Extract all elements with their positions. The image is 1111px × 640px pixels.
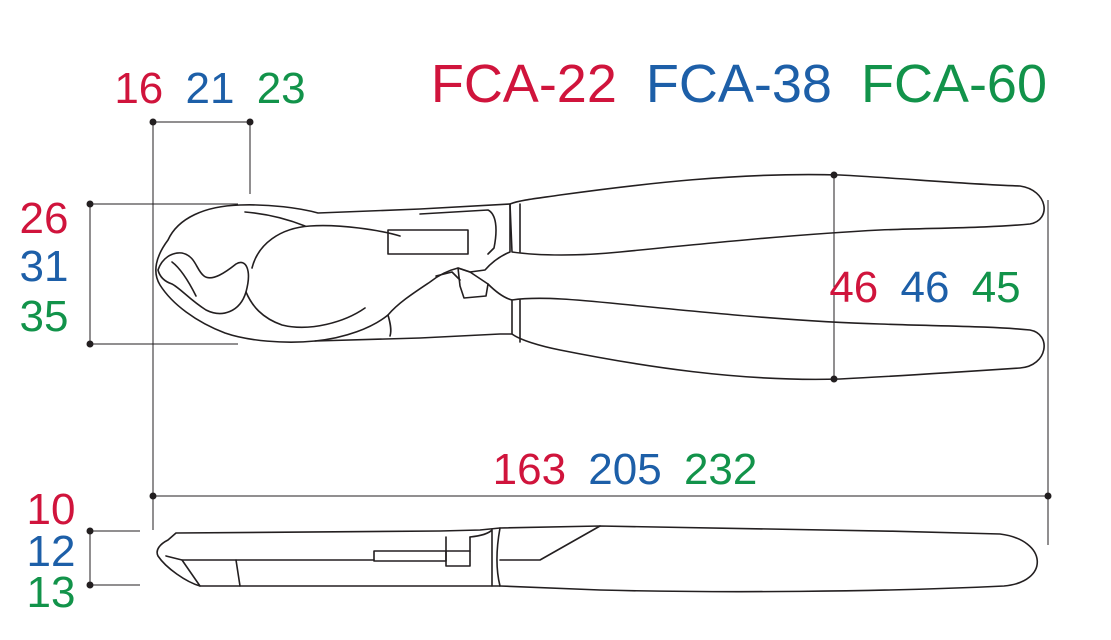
head-height-c: 35 bbox=[20, 292, 69, 341]
thickness-b: 12 bbox=[27, 527, 76, 576]
head-height-label: 26 31 35 bbox=[20, 194, 69, 341]
thickness-dimension-line bbox=[86, 527, 140, 589]
head-height-dimension-line bbox=[86, 200, 238, 348]
model-name-a: FCA-22 bbox=[431, 54, 617, 114]
cutter-side-view bbox=[156, 525, 1039, 593]
jaw-width-label: 16 21 23 bbox=[114, 64, 305, 113]
handle-spread-label: 46 46 45 bbox=[829, 263, 1020, 312]
overall-length-c: 232 bbox=[684, 445, 757, 494]
jaw-width-a: 16 bbox=[114, 64, 163, 113]
thickness-label: 10 12 13 bbox=[27, 485, 76, 617]
handle-spread-a: 46 bbox=[829, 263, 878, 312]
jaw-width-c: 23 bbox=[257, 64, 306, 113]
model-names: FCA-22 FCA-38 FCA-60 bbox=[431, 54, 1047, 114]
thickness-a: 10 bbox=[27, 485, 76, 534]
handle-spread-b: 46 bbox=[901, 263, 950, 312]
overall-length-dimension-line bbox=[149, 122, 1052, 545]
jaw-width-dimension-line bbox=[149, 118, 254, 194]
handle-spread-c: 45 bbox=[972, 263, 1021, 312]
head-height-b: 31 bbox=[20, 242, 69, 291]
overall-length-a: 163 bbox=[493, 445, 566, 494]
model-name-c: FCA-60 bbox=[861, 54, 1047, 114]
overall-length-b: 205 bbox=[588, 445, 661, 494]
thickness-c: 13 bbox=[27, 568, 76, 617]
overall-length-label: 163 205 232 bbox=[493, 445, 758, 494]
cutter-top-view bbox=[155, 173, 1045, 381]
handle-spread-dimension-line bbox=[830, 171, 838, 383]
jaw-width-b: 21 bbox=[186, 64, 235, 113]
model-name-b: FCA-38 bbox=[646, 54, 832, 114]
head-height-a: 26 bbox=[20, 194, 69, 243]
